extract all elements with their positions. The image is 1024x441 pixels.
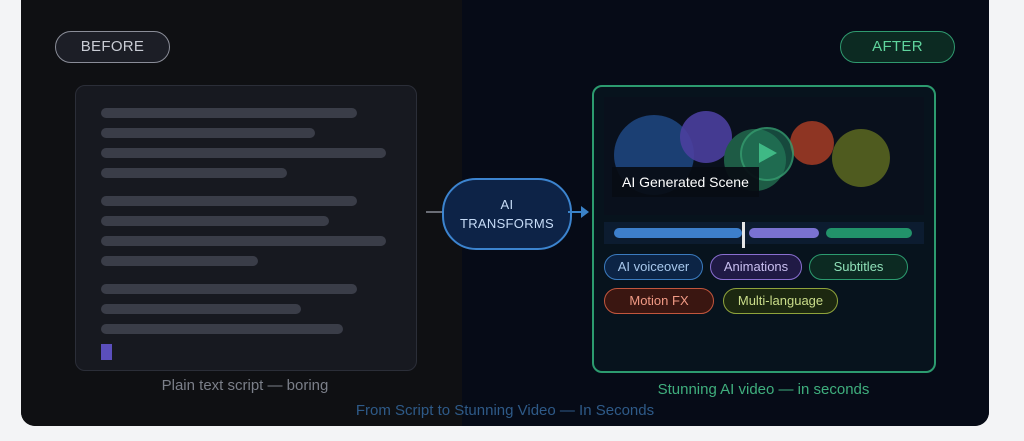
feature-chip-animations: Animations xyxy=(710,254,802,280)
play-icon xyxy=(759,143,777,163)
text-line xyxy=(101,304,301,314)
plain-text-script-panel xyxy=(75,85,417,371)
feature-chip-motion-fx: Motion FX xyxy=(604,288,714,314)
timeline-segment xyxy=(826,228,912,238)
text-line xyxy=(101,196,357,206)
timeline-segment xyxy=(614,228,742,238)
connector-line-left xyxy=(426,211,443,213)
text-line xyxy=(101,216,329,226)
text-line xyxy=(101,324,343,334)
generated-scene: AI Generated Scene xyxy=(604,97,924,215)
arrow-right-icon xyxy=(581,206,589,218)
footer-tagline: From Script to Stunning Video — In Secon… xyxy=(355,402,655,419)
feature-chip-subtitles: Subtitles xyxy=(809,254,908,280)
feature-chip-multi-language: Multi-language xyxy=(723,288,838,314)
ai-transforms-line2: TRANSFORMS xyxy=(460,216,554,231)
scene-shape-red xyxy=(790,121,834,165)
scene-shape-purple xyxy=(680,111,732,163)
ai-transforms-line1: AI xyxy=(500,197,514,212)
connector-line-right xyxy=(568,211,586,213)
text-cursor xyxy=(101,344,112,360)
scene-shape-olive xyxy=(832,129,890,187)
text-line xyxy=(101,108,357,118)
text-line xyxy=(101,256,258,266)
text-line xyxy=(101,148,386,158)
timeline-playhead[interactable] xyxy=(742,222,745,248)
timeline-segment xyxy=(749,228,819,238)
after-badge: AFTER xyxy=(840,31,955,63)
after-caption: Stunning AI video — in seconds xyxy=(657,381,870,398)
scene-label: AI Generated Scene xyxy=(612,167,759,197)
ai-video-panel: AI Generated Scene AI voiceover Animatio… xyxy=(592,85,936,373)
text-line xyxy=(101,236,386,246)
before-caption: Plain text script — boring xyxy=(161,377,329,394)
ai-transforms-node: AI TRANSFORMS xyxy=(442,178,572,250)
text-line xyxy=(101,168,287,178)
video-timeline[interactable] xyxy=(604,222,924,248)
comparison-diagram: BEFORE AFTER Plain text script — boring … xyxy=(21,0,989,426)
feature-chip-ai-voiceover: AI voiceover xyxy=(604,254,703,280)
text-line xyxy=(101,284,357,294)
before-badge: BEFORE xyxy=(55,31,170,63)
text-line xyxy=(101,128,315,138)
